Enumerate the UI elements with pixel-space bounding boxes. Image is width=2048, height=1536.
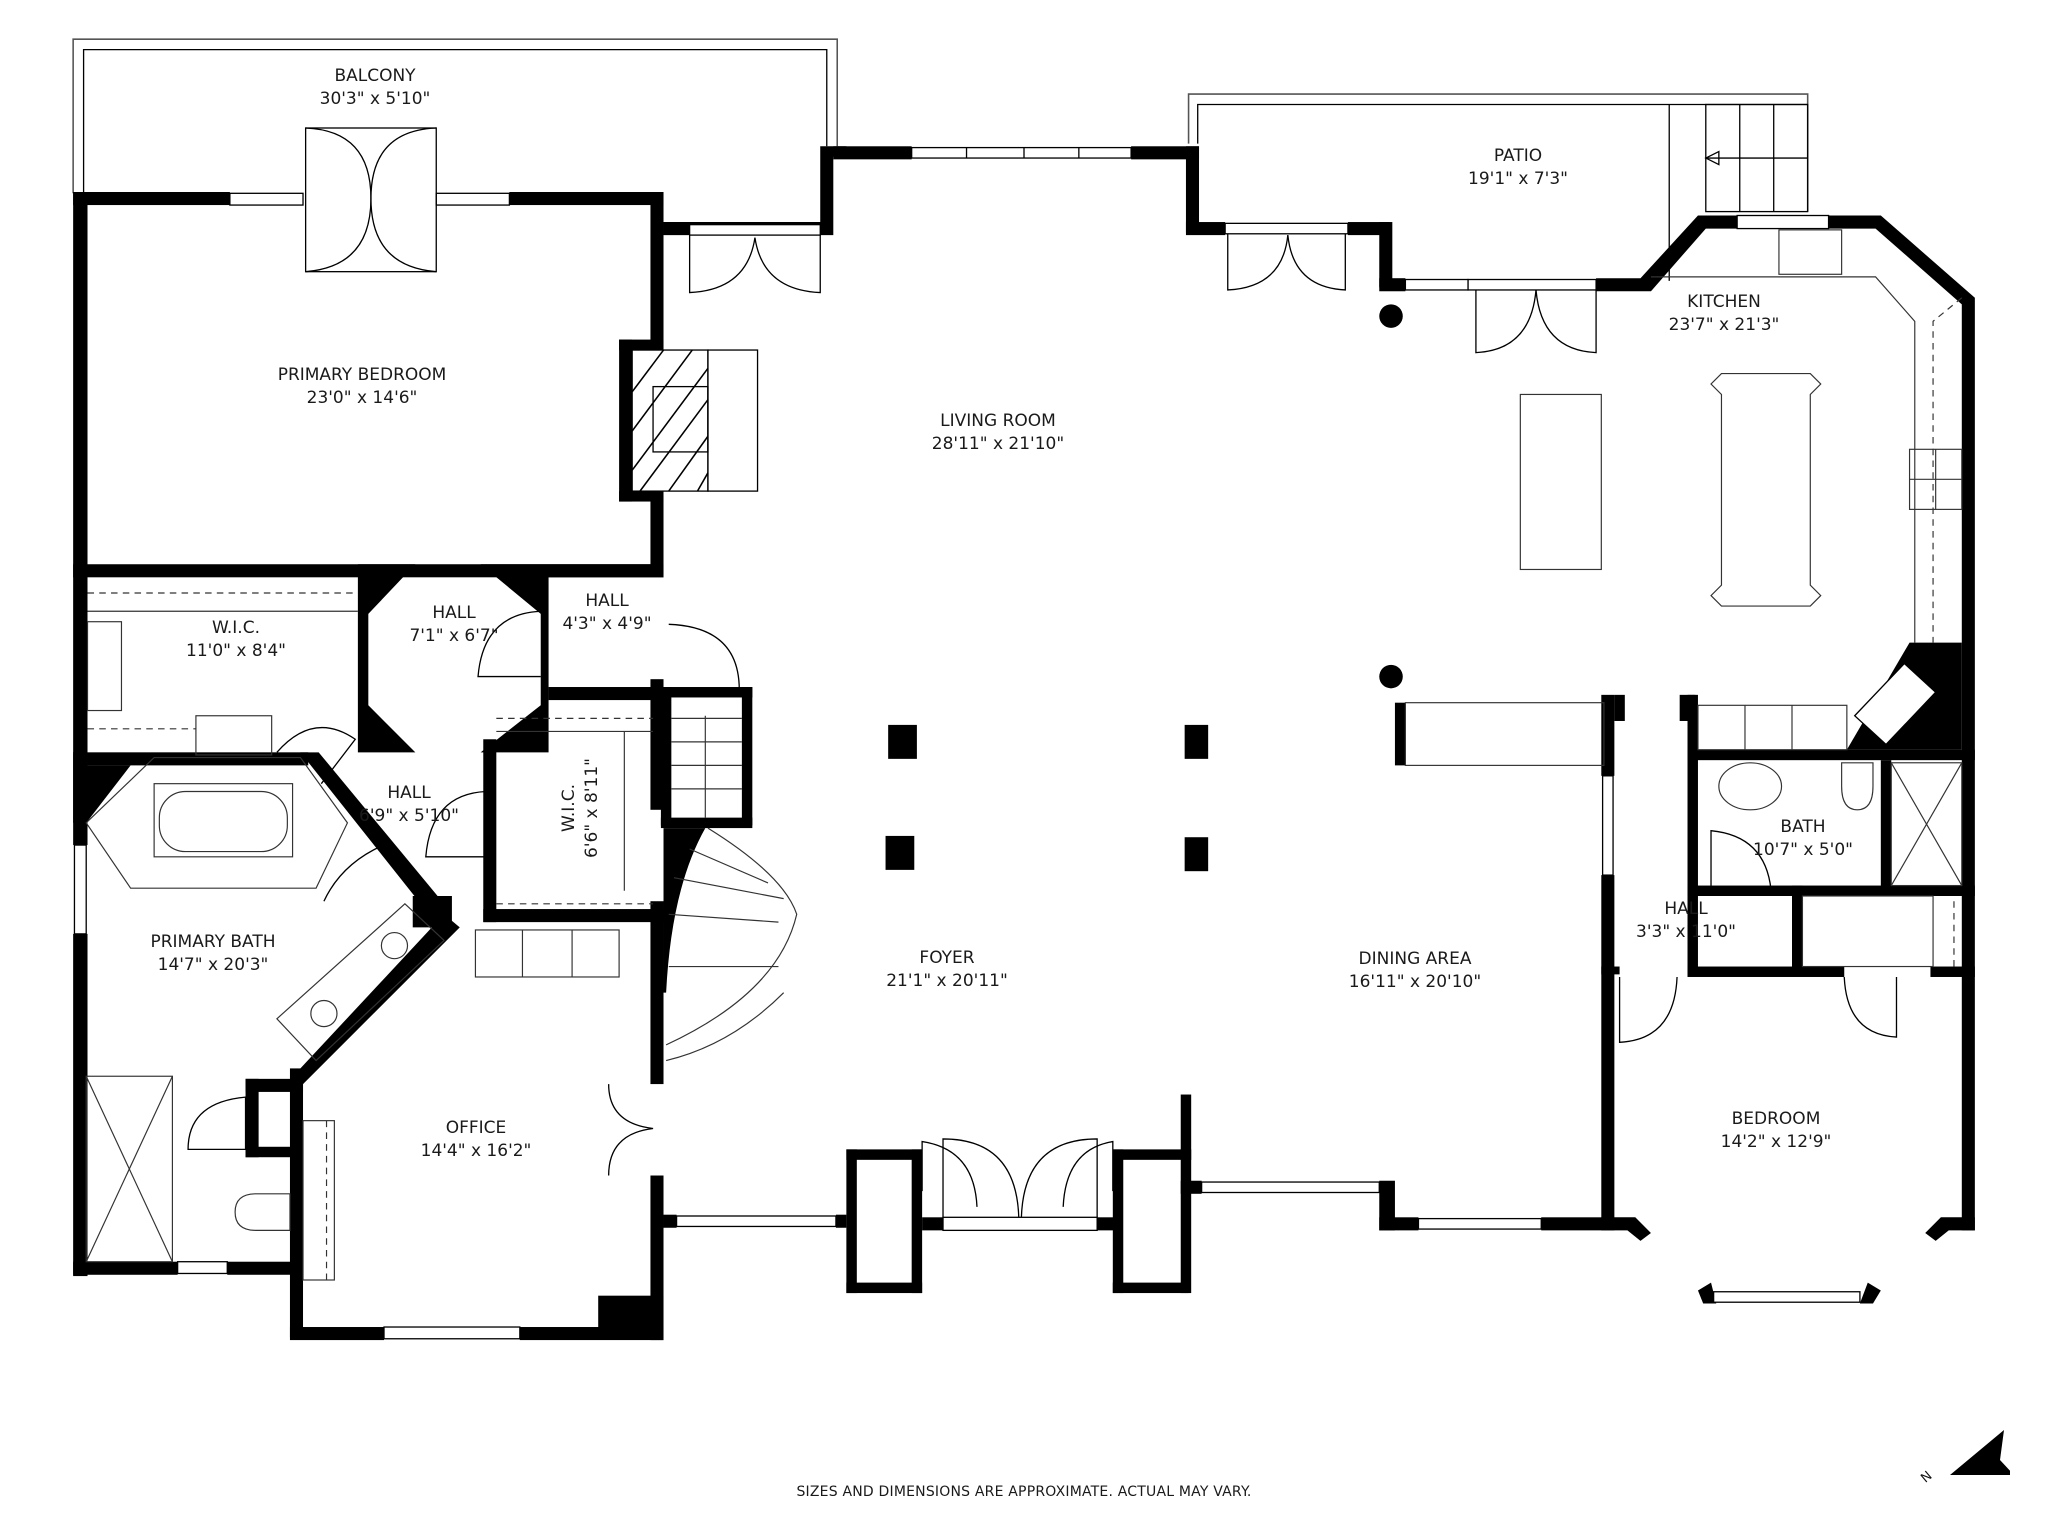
- room-dimensions: 16'11" x 20'10": [1348, 972, 1482, 992]
- room-name: HALL: [387, 783, 431, 803]
- room-dimensions: 21'1" x 20'11": [886, 971, 1008, 991]
- disclaimer-text: SIZES AND DIMENSIONS ARE APPROXIMATE. AC…: [796, 1484, 1252, 1500]
- room-dimensions: 19'1" x 7'3": [1468, 169, 1568, 189]
- room-name: OFFICE: [445, 1118, 507, 1138]
- room-label-wic-1: W.I.C. 11'0" x 8'4": [186, 617, 286, 663]
- room-name: PRIMARY BATH: [150, 932, 276, 952]
- room-dimensions: 7'1" x 6'7": [409, 626, 499, 646]
- room-dimensions: 23'7" x 21'3": [1668, 315, 1780, 335]
- room-dimensions: 14'2" x 12'9": [1720, 1132, 1832, 1152]
- room-label-bath: BATH 10'7" x 5'0": [1753, 816, 1853, 862]
- room-name: HALL: [585, 591, 629, 611]
- room-name: W.I.C.: [559, 784, 579, 832]
- doors: [187, 127, 1898, 1232]
- room-dimensions: 6'9" x 5'10": [359, 806, 459, 826]
- room-name: KITCHEN: [1687, 292, 1761, 312]
- north-arrow-icon: [1950, 1430, 2010, 1475]
- room-label-office: OFFICE 14'4" x 16'2": [421, 1117, 532, 1163]
- room-name: PRIMARY BEDROOM: [277, 365, 447, 385]
- patio-outline: [1187, 93, 1809, 281]
- room-label-wic-2: W.I.C. 6'6" x 8'11": [558, 758, 604, 858]
- room-dimensions: 6'6" x 8'11": [582, 758, 602, 858]
- room-label-balcony: BALCONY 30'3" x 5'10": [320, 65, 431, 111]
- room-name: BALCONY: [334, 66, 416, 86]
- room-label-primary-bath: PRIMARY BATH 14'7" x 20'3": [150, 931, 275, 977]
- room-dimensions: 4'3" x 4'9": [562, 614, 652, 634]
- room-name: BEDROOM: [1731, 1109, 1821, 1129]
- room-name: W.I.C.: [212, 618, 260, 638]
- fixtures: [85, 229, 1963, 1281]
- balcony-outline: [72, 38, 839, 194]
- room-dimensions: 14'7" x 20'3": [157, 955, 269, 975]
- room-label-dining-area: DINING AREA 16'11" x 20'10": [1349, 948, 1481, 994]
- room-dimensions: 3'3" x 11'0": [1636, 922, 1736, 942]
- walls: [73, 146, 1975, 1341]
- room-name: PATIO: [1493, 146, 1543, 166]
- room-name: HALL: [1664, 899, 1708, 919]
- room-label-living-room: LIVING ROOM 28'11" x 21'10": [932, 410, 1064, 456]
- room-name: LIVING ROOM: [940, 411, 1056, 431]
- room-dimensions: 14'4" x 16'2": [420, 1141, 532, 1161]
- room-name: FOYER: [919, 948, 975, 968]
- room-label-hall-2: HALL 4'3" x 4'9": [562, 590, 651, 636]
- room-label-hall-4: HALL 3'3" x 11'0": [1636, 898, 1736, 944]
- room-dimensions: 11'0" x 8'4": [186, 641, 286, 661]
- room-label-hall-1: HALL 7'1" x 6'7": [409, 602, 498, 648]
- room-label-kitchen: KITCHEN 23'7" x 21'3": [1669, 291, 1780, 337]
- room-name: BATH: [1780, 817, 1826, 837]
- room-label-primary-bedroom: PRIMARY BEDROOM 23'0" x 14'6": [278, 364, 447, 410]
- room-dimensions: 28'11" x 21'10": [931, 434, 1065, 454]
- room-dimensions: 23'0" x 14'6": [306, 388, 418, 408]
- windows: [73, 146, 1861, 1340]
- room-label-hall-3: HALL 6'9" x 5'10": [359, 782, 459, 828]
- room-dimensions: 30'3" x 5'10": [319, 89, 431, 109]
- room-label-patio: PATIO 19'1" x 7'3": [1468, 145, 1568, 191]
- room-name: DINING AREA: [1358, 949, 1472, 969]
- room-label-foyer: FOYER 21'1" x 20'11": [886, 947, 1008, 993]
- room-name: HALL: [432, 603, 476, 623]
- room-label-bedroom: BEDROOM 14'2" x 12'9": [1721, 1108, 1832, 1154]
- room-dimensions: 10'7" x 5'0": [1753, 840, 1853, 860]
